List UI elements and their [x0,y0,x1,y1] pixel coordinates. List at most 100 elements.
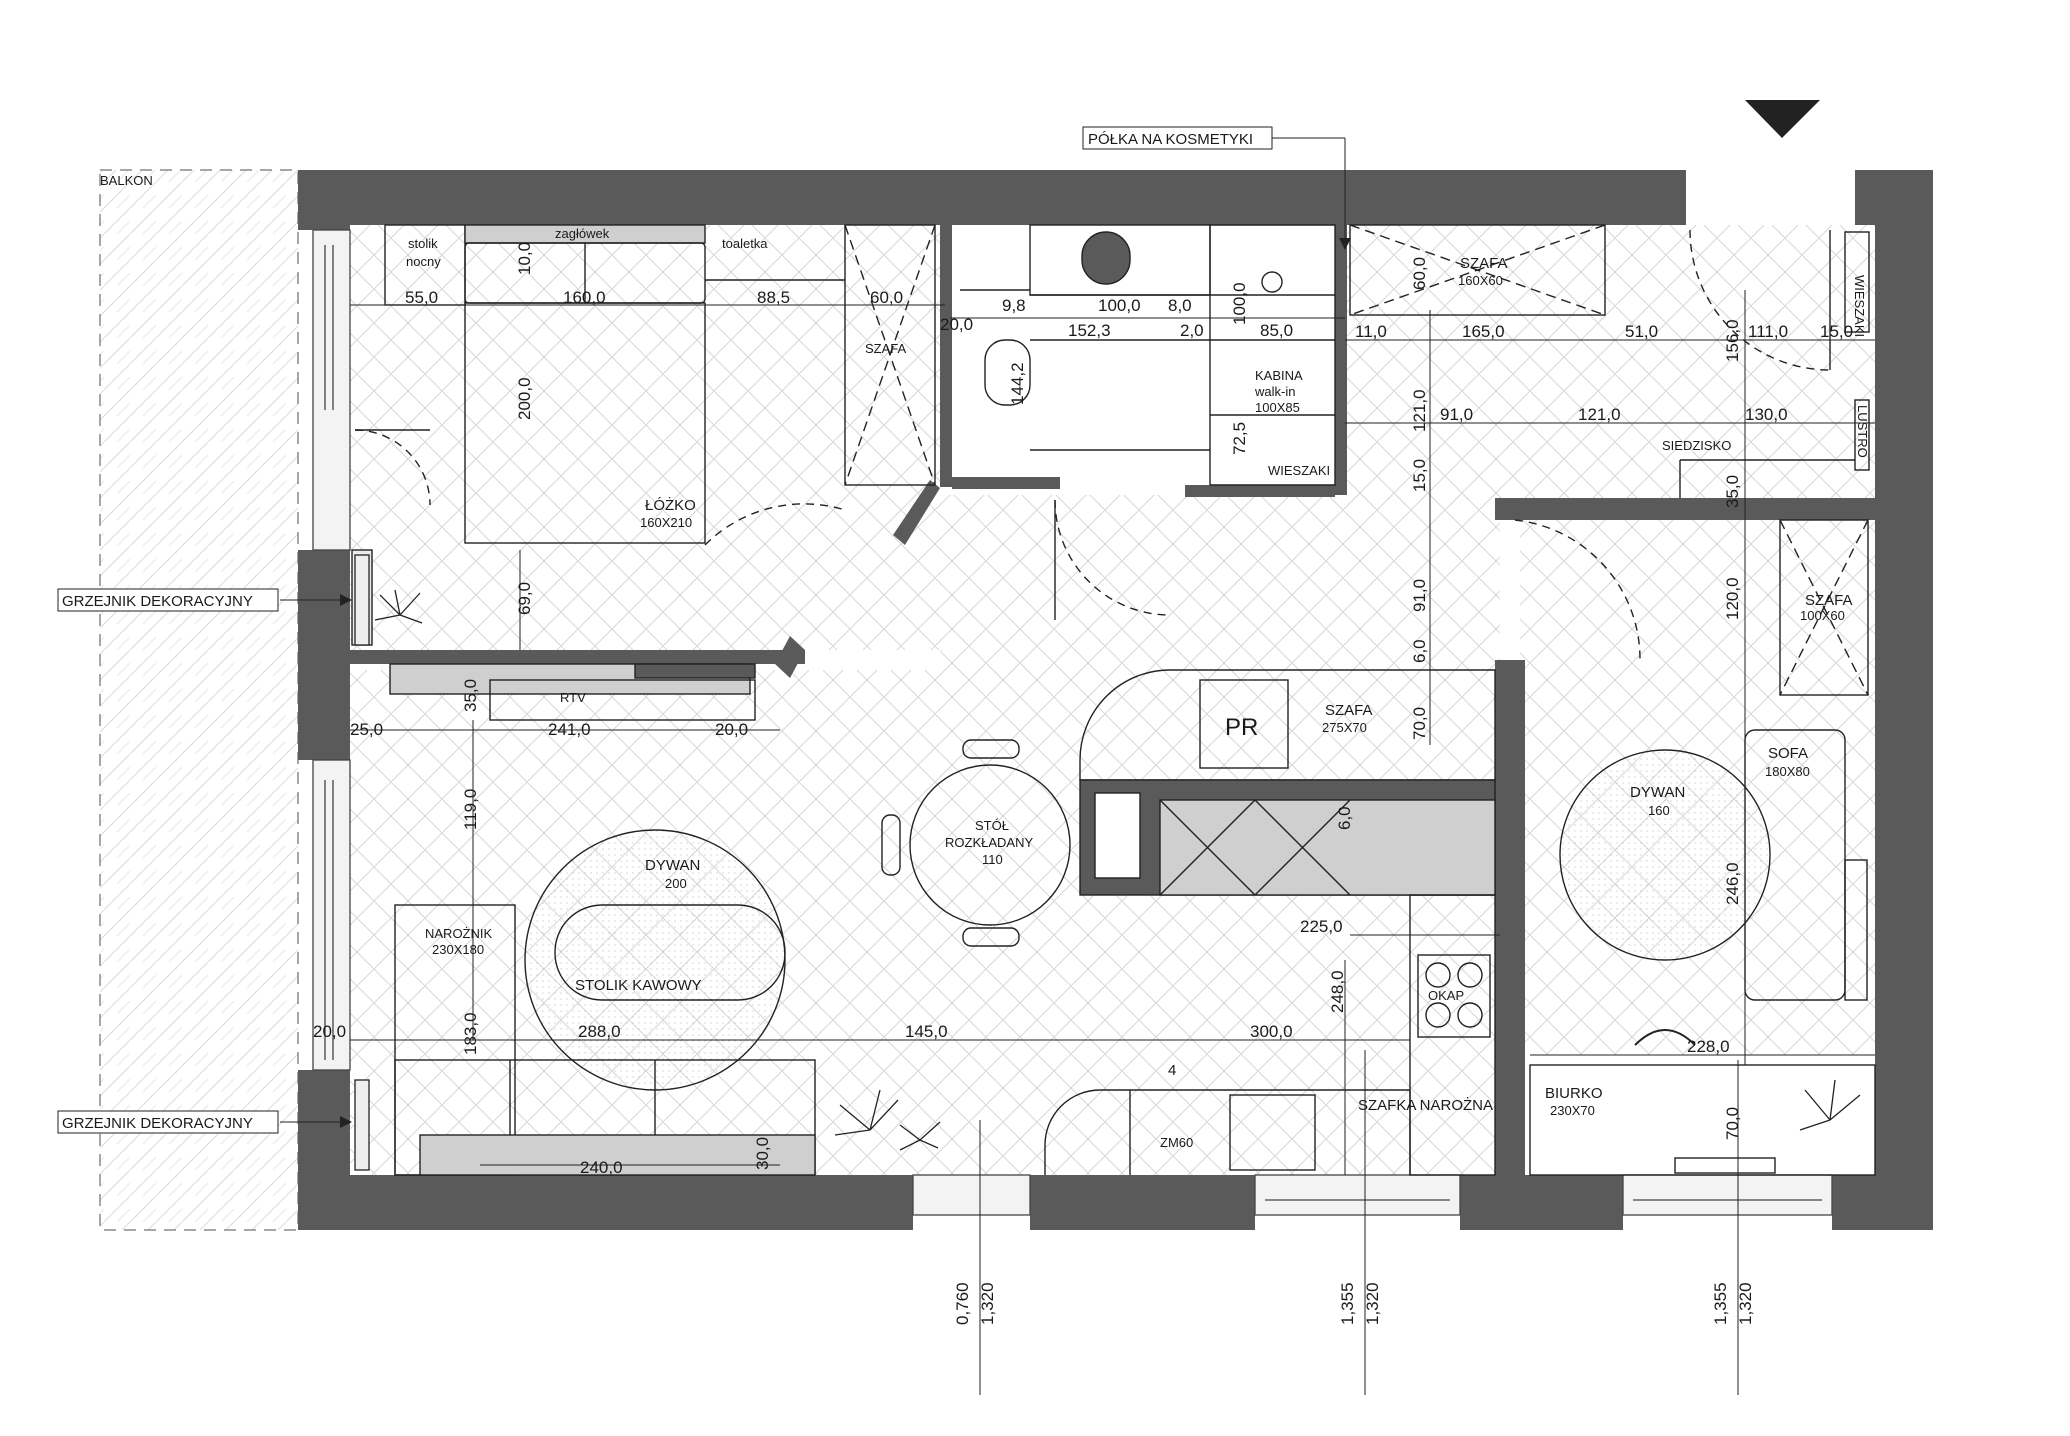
label-dywan-r-2: 160 [1648,803,1670,818]
right-room [1529,519,1876,1176]
dimensions: 55,0 160,0 88,5 60,0 9,8 100,0 8,0 20,0 … [313,288,1853,1177]
kitchen-sink-icon [1229,1094,1316,1171]
dim-121b: 121,0 [1578,405,1621,424]
sill-1a: 0,760 [953,1282,972,1325]
dim-240: 240,0 [580,1158,623,1177]
dim-91b: 91,0 [1410,579,1429,612]
dim-111: 111,0 [1748,322,1788,341]
dining-table [909,764,1071,926]
label-naroznik-2: 230X180 [432,942,484,957]
coffee-table [554,904,786,1001]
dim-60b: 60,0 [1410,257,1429,290]
dim-6b: 6,0 [1335,806,1354,830]
dim-100b: 100,0 [1230,282,1249,325]
dim-60a: 60,0 [870,288,903,307]
label-naroznik-1: NAROŻNIK [425,926,493,941]
balcony-label: BALKON [100,173,153,188]
tv-unit [489,679,756,721]
sill-3b: 1,320 [1736,1282,1755,1325]
dim-144-2: 144,2 [1008,362,1027,405]
radiator-bottom-icon [354,1079,370,1171]
dim-20b: 20,0 [715,720,748,739]
dim-70a: 70,0 [1410,707,1429,740]
dim-72-5: 72,5 [1230,422,1249,455]
label-wieszaki-bath: WIESZAKI [1268,463,1330,478]
dim-10: 10,0 [515,242,534,275]
dim-51: 51,0 [1625,322,1658,341]
dim-20a: 20,0 [940,315,973,334]
label-zaglowek: zagłówek [555,226,610,241]
dim-70b: 70,0 [1723,1107,1742,1140]
sill-heights: 0,760 1,320 1,355 1,320 1,355 1,320 [953,1282,1755,1325]
bed [464,302,706,544]
label-zm60: ZM60 [1160,1135,1193,1150]
label-szafka-narozna: SZAFKA NAROŻNA [1358,1096,1493,1114]
label-dywan-l-2: 200 [665,876,687,891]
label-stolik-1: stolik [408,236,438,251]
label-szafa-k-2: 275X70 [1322,720,1367,735]
label-sofa-1: SOFA [1768,745,1808,762]
label-okap: OKAP [1428,988,1464,1003]
windows [312,229,1833,1216]
label-stol-3: 110 [982,852,1003,867]
dim-11: 11,0 [1355,322,1387,341]
label-stolik-2: nocny [406,254,441,269]
label-kabina-1: KABINA [1255,368,1303,383]
dim-130: 130,0 [1745,405,1788,424]
dim-15a: 15,0 [1820,322,1853,341]
dim-119: 119,0 [461,789,480,830]
label-lozko-2: 160X210 [640,515,692,530]
callout-grzejnik-top: GRZEJNIK DEKORACYJNY [62,593,253,610]
labels: stolik nocny zagłówek toaletka SZAFA ŁÓŻ… [406,226,1870,1150]
dim-145: 145,0 [905,1022,948,1041]
label-siedzisko: SIEDZISKO [1662,438,1731,453]
label-lustro: LUSTRO [1855,405,1870,458]
right-rug [1559,749,1771,961]
callout-polka: PÓŁKA NA KOSMETYKI [1088,131,1253,148]
dim-228: 228,0 [1687,1037,1730,1056]
label-szafa-hall-2: 160X60 [1458,273,1503,288]
dim-91a: 91,0 [1440,405,1473,424]
dim-20c: 20,0 [313,1022,346,1041]
dim-2: 2,0 [1180,321,1204,340]
callout-grzejnik-bottom: GRZEJNIK DEKORACYJNY [62,1115,253,1132]
dim-121a: 121,0 [1410,389,1429,432]
dim-35a: 35,0 [1723,475,1742,508]
label-szafa-k-1: SZAFA [1325,702,1373,719]
label-sofa-2: 180X80 [1765,764,1810,779]
label-szafa-r-1: SZAFA [1805,592,1853,609]
label-stol-1: STÓŁ [975,818,1009,833]
label-dywan-r-1: DYWAN [1630,784,1685,801]
hall-wardrobe [1349,224,1606,316]
sill-3a: 1,355 [1711,1282,1730,1325]
floor-hatch [350,225,1875,1175]
fridge-icon [1199,679,1289,769]
label-stol-2: ROZKŁADANY [945,835,1033,850]
desk [1529,1064,1876,1176]
hall [1054,224,1870,661]
label-kabina-2: walk-in [1254,384,1295,399]
label-wieszaki-hall: WIESZAKI [1852,275,1867,337]
label-lozko-1: ŁÓŻKO [645,496,696,514]
toilet-icon [984,339,1031,406]
dim-156: 156,0 [1723,319,1742,362]
dim-120: 120,0 [1723,577,1742,620]
dim-225: 225,0 [1300,917,1343,936]
dimension-lines [350,290,1875,1175]
wall-spurs [775,480,940,678]
hob-icon [1417,954,1491,1038]
dim-183: 183,0 [461,1012,480,1055]
dim-30: 30,0 [753,1137,772,1170]
dim-100a: 100,0 [1098,296,1141,315]
dim-88-5: 88,5 [757,288,790,307]
kitchen-wardrobe [1079,669,1496,781]
radiator-top-icon [354,554,370,646]
label-szafa-bedroom: SZAFA [865,341,907,356]
dim-160: 160,0 [563,288,606,307]
bathroom [960,224,1336,486]
sill-2a: 1,355 [1338,1282,1357,1325]
dim-241: 241,0 [548,720,591,739]
sill-lines [979,1050,1739,1395]
label-dywan-l-1: DYWAN [645,857,700,874]
